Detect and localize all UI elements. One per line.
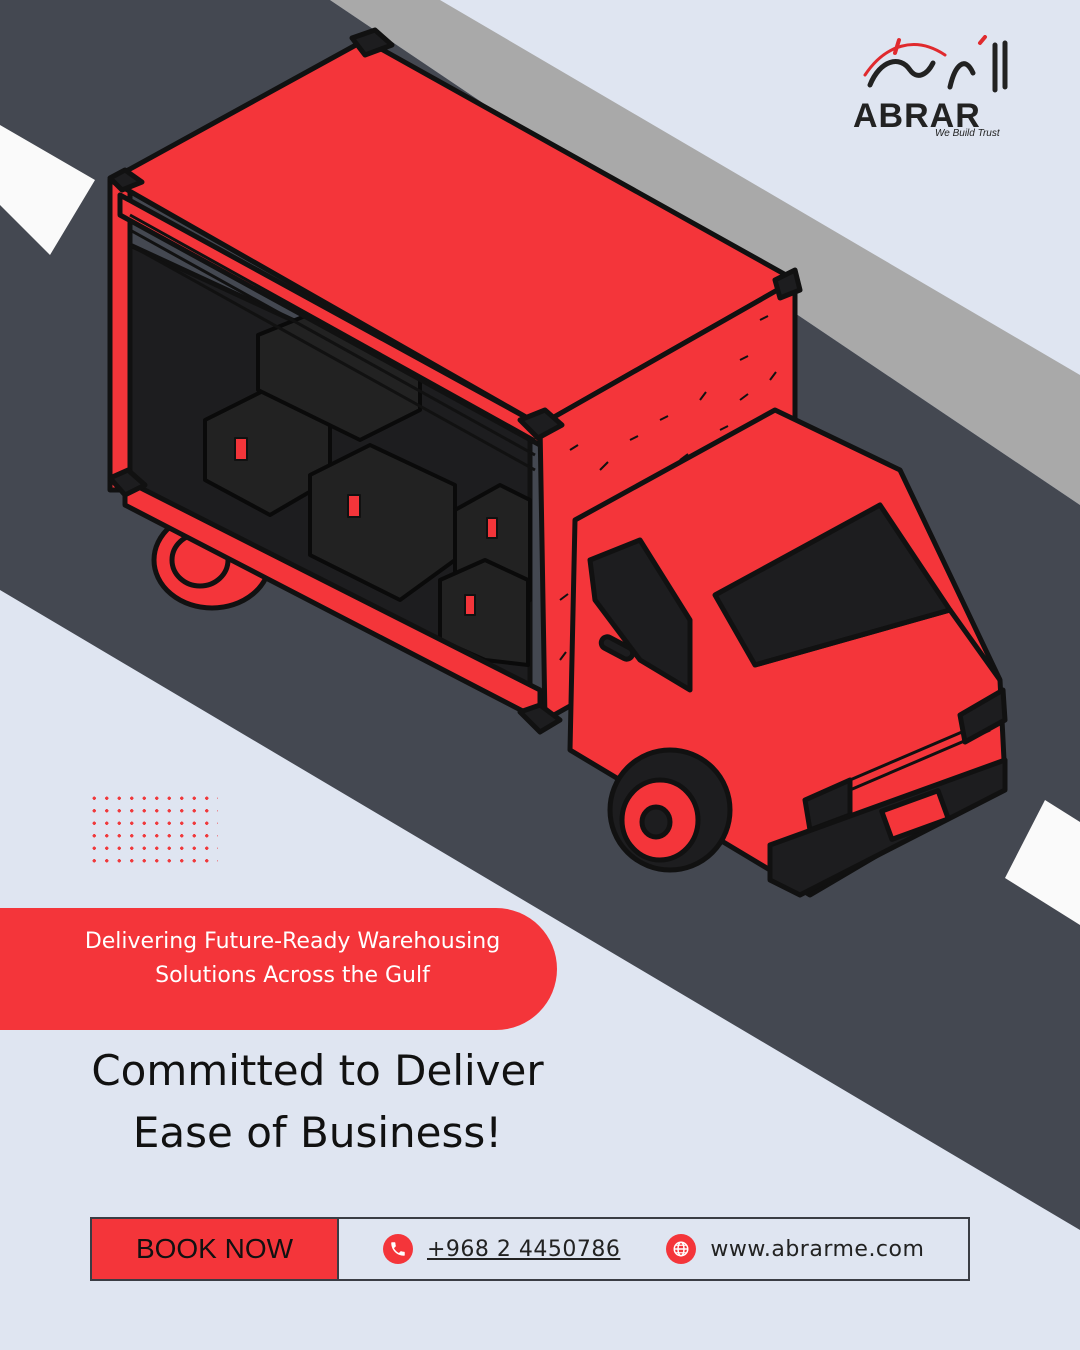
subheadline-text: Delivering Future-Ready Warehousing Solu… [84,929,501,988]
lane-marking [0,125,95,255]
truck [107,27,1008,898]
phone-icon [383,1234,413,1264]
subheadline-banner [0,908,557,1030]
headline: Committed to Deliver Ease of Business! [40,1040,595,1164]
website-link[interactable]: www.abrarme.com [710,1236,925,1262]
brand-tagline: We Build Trust [935,128,1000,139]
lane-marking [1005,800,1080,925]
decorative-dot-grid [88,792,218,867]
headline-line-2: Ease of Business! [132,1108,503,1157]
globe-icon [666,1234,697,1264]
brand-logo: ABRAR We Build Trust [845,35,1025,145]
website-contact[interactable]: www.abrarme.com [666,1234,924,1264]
phone-link[interactable]: +968 2 4450786 [427,1236,621,1262]
arabic-script-logo [863,35,1008,93]
phone-contact[interactable]: +968 2 4450786 [383,1234,620,1264]
contact-bar: BOOK NOW +968 2 4450786 www.abrarme.com [90,1217,970,1281]
brand-name: ABRAR [853,97,981,135]
headline-line-1: Committed to Deliver [91,1046,544,1095]
book-now-button[interactable]: BOOK NOW [92,1219,339,1279]
